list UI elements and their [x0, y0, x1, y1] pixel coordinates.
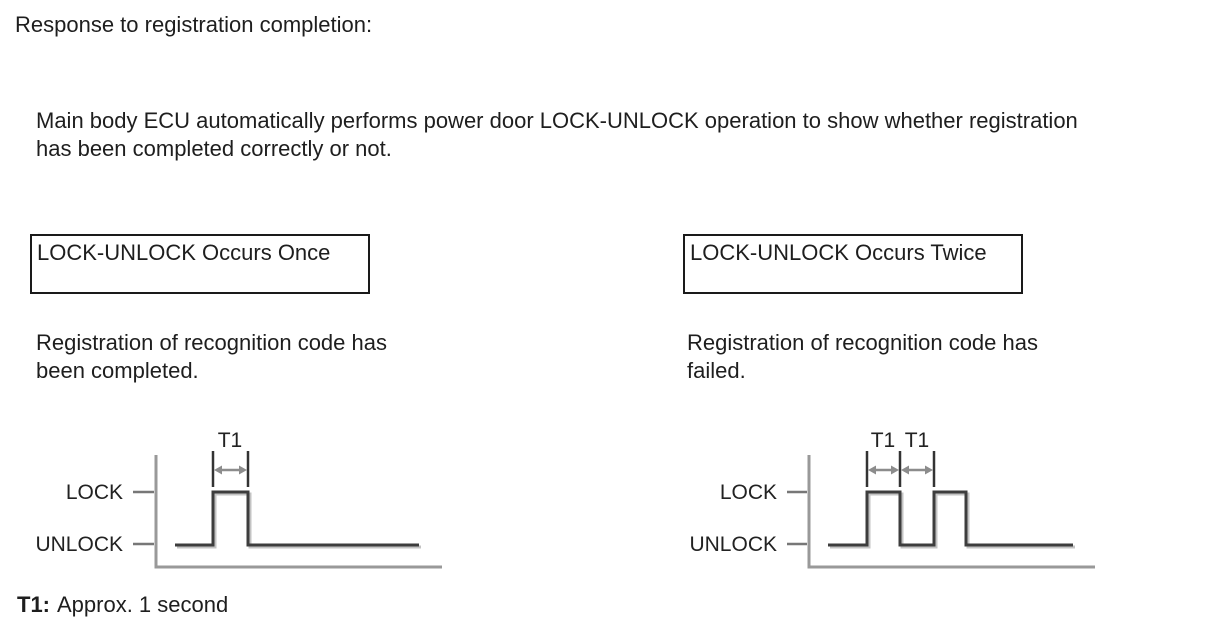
unlock-level-label: UNLOCK: [35, 533, 123, 556]
t1-footnote: T1: Approx. 1 second: [17, 592, 228, 618]
arrowhead-left-icon: [214, 465, 222, 475]
description-failed: Registration of recognition code has fai…: [687, 329, 1038, 385]
result-box-twice: LOCK-UNLOCK Occurs Twice: [683, 234, 1023, 294]
t1-label: T1: [218, 429, 243, 452]
description-failed-line-2: failed.: [687, 358, 746, 383]
timing-diagram-twice: T1 T1 LOCK UNLOCK: [689, 429, 1095, 569]
result-box-twice-label: LOCK-UNLOCK Occurs Twice: [690, 240, 987, 265]
description-completed-line-1: Registration of recognition code has: [36, 330, 387, 355]
t1-footnote-prefix: T1:: [17, 592, 50, 617]
intro-paragraph: Main body ECU automatically performs pow…: [36, 107, 1078, 163]
t1-label: T1: [905, 429, 930, 452]
lock-unlock-waveform: [175, 490, 419, 547]
description-completed: Registration of recognition code has bee…: [36, 329, 387, 385]
intro-line-1: Main body ECU automatically performs pow…: [36, 108, 1078, 133]
lock-level-label: LOCK: [720, 481, 777, 504]
lock-unlock-waveform: [828, 490, 1073, 547]
arrowhead-right-icon: [239, 465, 247, 475]
page-title: Response to registration completion:: [15, 12, 373, 37]
signal-axis: [154, 455, 442, 569]
result-box-once-label: LOCK-UNLOCK Occurs Once: [37, 240, 331, 265]
timing-diagram-once: T1 LOCK UNLOCK: [35, 429, 442, 569]
waveform-shadow: [177, 492, 421, 549]
signal-axis: [807, 455, 1095, 569]
arrowhead-right-icon: [925, 465, 933, 475]
description-failed-line-1: Registration of recognition code has: [687, 330, 1038, 355]
lock-level-label: LOCK: [66, 481, 123, 504]
arrowhead-right-icon: [891, 465, 899, 475]
arrowhead-left-icon: [868, 465, 876, 475]
arrowhead-left-icon: [901, 465, 909, 475]
t1-footnote-text: Approx. 1 second: [57, 592, 229, 617]
waveform-shadow: [830, 492, 1075, 549]
intro-line-2: has been completed correctly or not.: [36, 136, 392, 161]
t1-label: T1: [871, 429, 896, 452]
unlock-level-label: UNLOCK: [689, 533, 777, 556]
result-box-once: LOCK-UNLOCK Occurs Once: [30, 234, 370, 294]
description-completed-line-2: been completed.: [36, 358, 199, 383]
